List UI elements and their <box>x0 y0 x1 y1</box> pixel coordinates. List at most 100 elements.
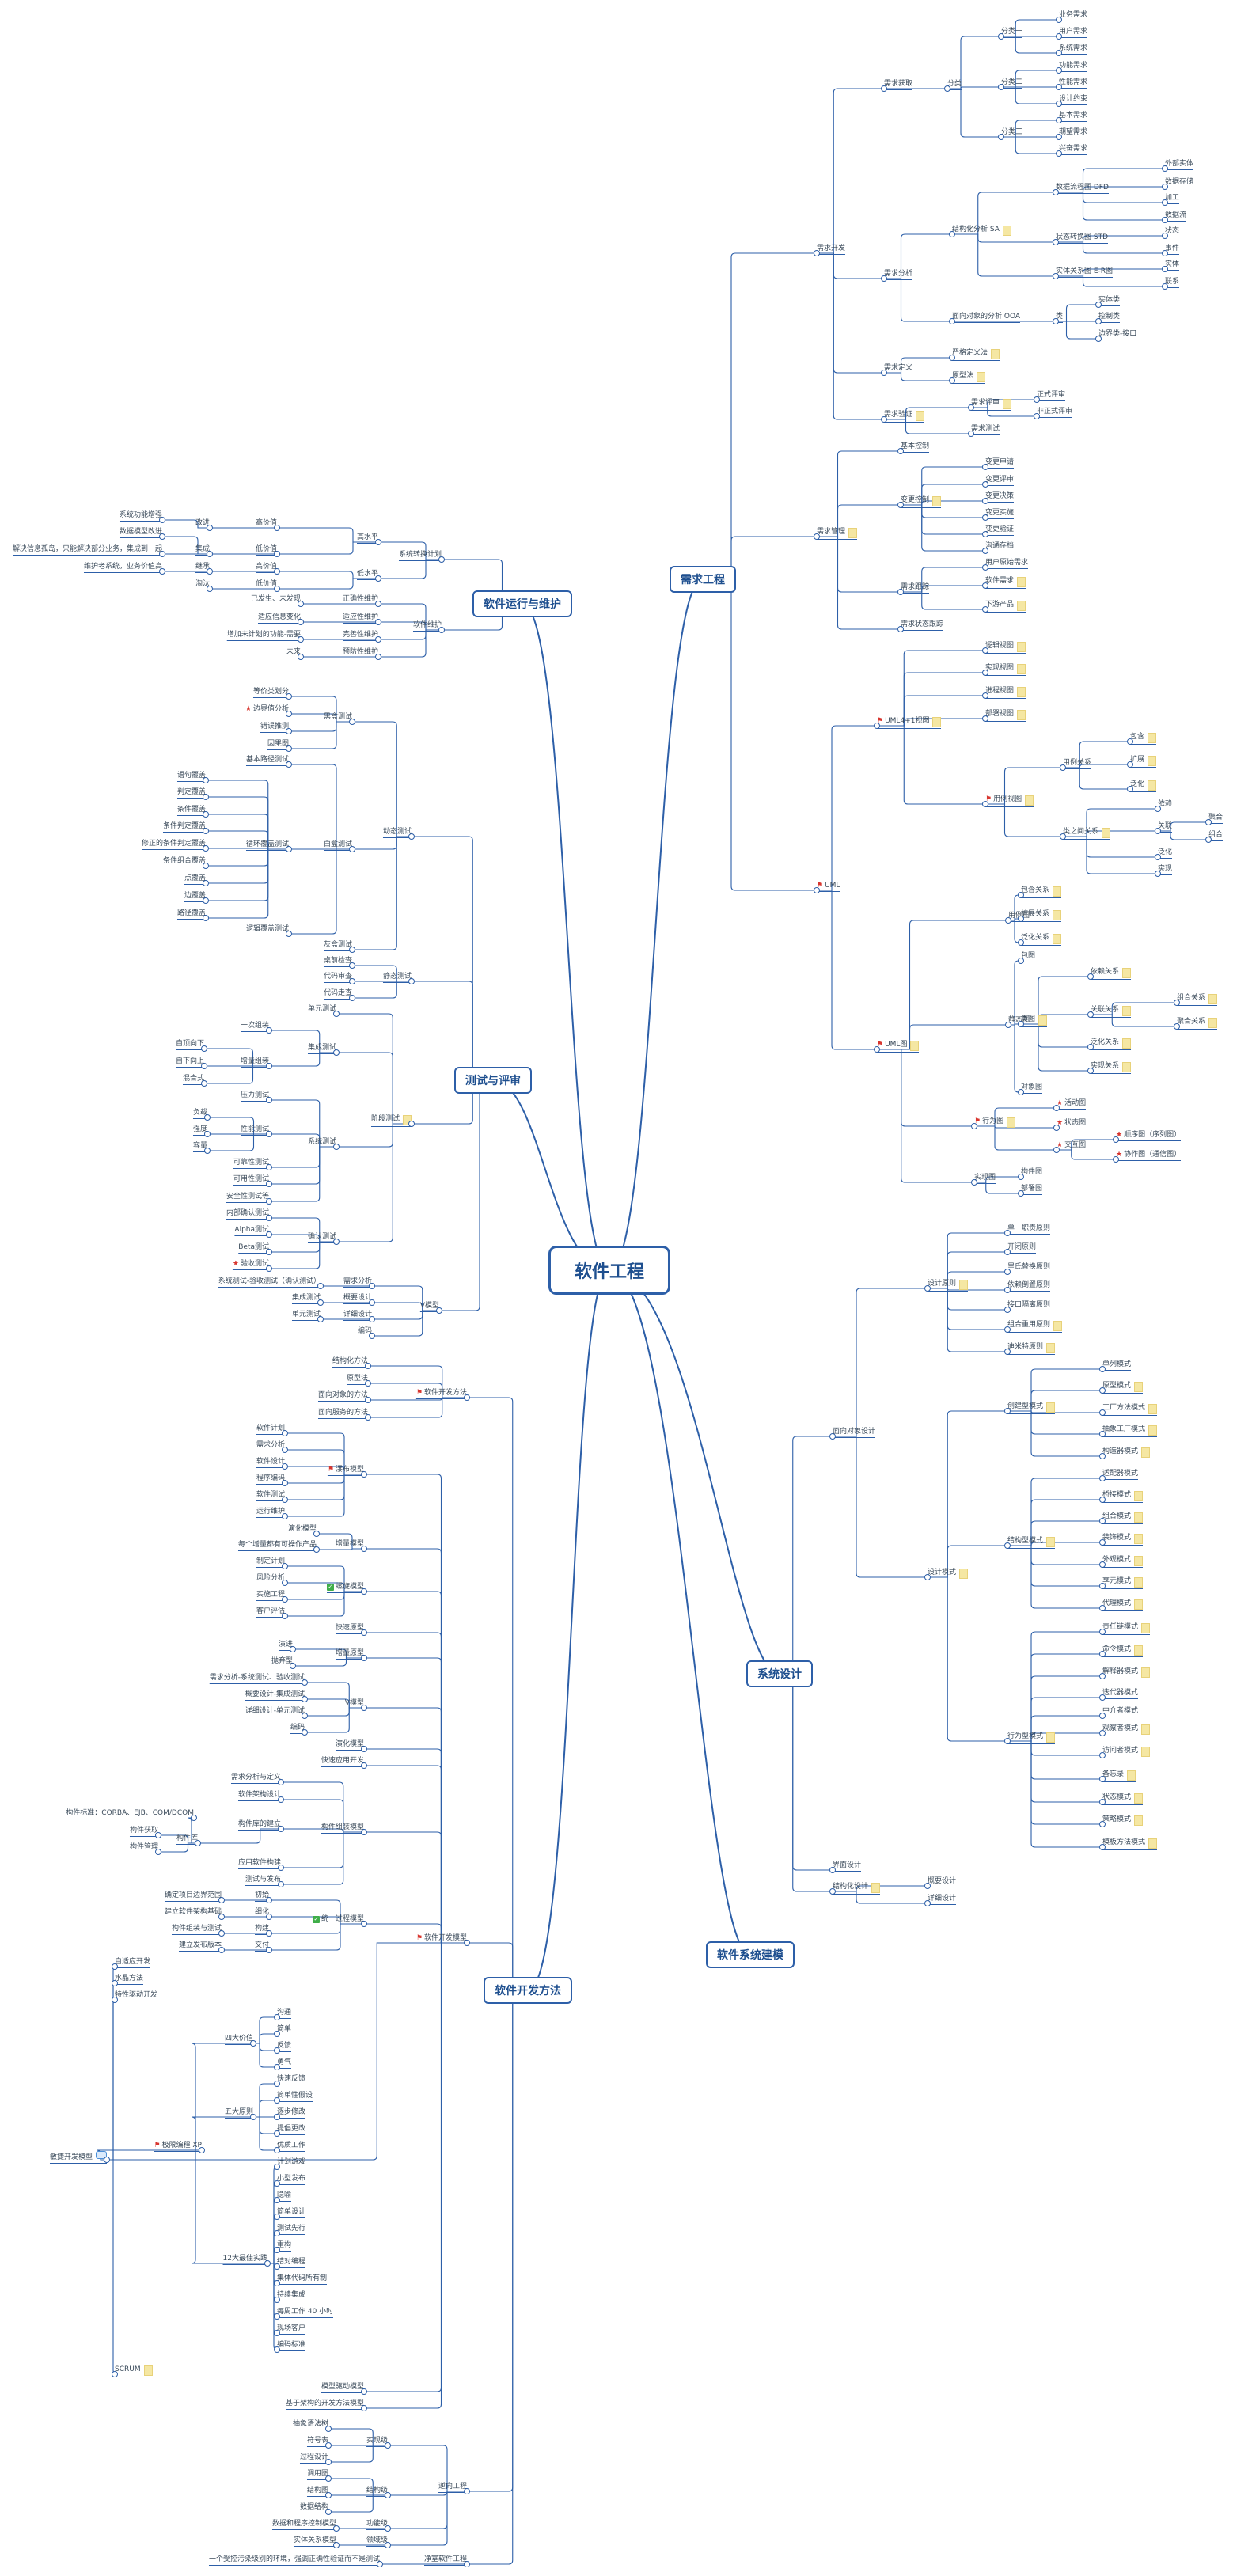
collapse-toggle[interactable] <box>282 1513 288 1519</box>
collapse-toggle[interactable] <box>982 670 988 676</box>
collapse-toggle[interactable] <box>112 1980 118 1986</box>
node-r-v3[interactable]: 进程视图 <box>985 687 1026 699</box>
node-r-uc[interactable]: 用例关系 <box>1063 759 1092 769</box>
node-v-up3[interactable]: 构建 <box>254 1925 269 1935</box>
collapse-toggle[interactable] <box>365 1397 371 1403</box>
collapse-toggle[interactable] <box>361 2405 367 2411</box>
node-r-c2a[interactable]: 功能需求 <box>1059 62 1088 72</box>
collapse-toggle[interactable] <box>286 728 292 734</box>
node-d-sp1[interactable]: 适配器模式 <box>1102 1470 1139 1480</box>
node-v-up2a[interactable]: 建立软件架构基础 <box>164 1908 222 1918</box>
collapse-toggle[interactable] <box>1099 1605 1106 1611</box>
collapse-toggle[interactable] <box>897 589 904 595</box>
node-d-cp2[interactable]: 原型模式 <box>1102 1382 1144 1394</box>
collapse-toggle[interactable] <box>924 1285 931 1292</box>
collapse-toggle[interactable] <box>112 2371 118 2377</box>
node-v-wf5[interactable]: 软件测试 <box>256 1491 285 1501</box>
collapse-toggle[interactable] <box>1099 1366 1106 1372</box>
collapse-toggle[interactable] <box>201 1045 207 1052</box>
collapse-toggle[interactable] <box>924 1883 931 1889</box>
node-d-pt[interactable]: 设计模式 <box>928 1569 969 1580</box>
node-r-ucd2[interactable]: 扩展关系 <box>1021 910 1062 922</box>
collapse-toggle[interactable] <box>274 2230 280 2236</box>
collapse-toggle[interactable] <box>264 2260 271 2267</box>
collapse-toggle[interactable] <box>949 355 955 361</box>
node-r-dfd2[interactable]: 数据存储 <box>1165 178 1194 188</box>
collapse-toggle[interactable] <box>1155 828 1161 834</box>
collapse-toggle[interactable] <box>1205 819 1212 825</box>
node-t-wb1[interactable]: 基本路径测试 <box>245 756 289 766</box>
collapse-toggle[interactable] <box>1018 939 1024 946</box>
node-v-cb3a3[interactable]: 构件管理 <box>129 1843 158 1853</box>
node-d-pr4[interactable]: 依赖倒置原则 <box>1007 1281 1051 1292</box>
collapse-toggle[interactable] <box>274 568 280 575</box>
node-r-od[interactable]: 对象图 <box>1021 1083 1043 1094</box>
collapse-toggle[interactable] <box>464 1940 470 1946</box>
node-v-wf4[interactable]: 程序编码 <box>256 1474 285 1485</box>
collapse-toggle[interactable] <box>361 1471 367 1478</box>
collapse-toggle[interactable] <box>349 846 355 852</box>
node-v-xp2e[interactable]: 优质工作 <box>277 2142 306 2152</box>
collapse-toggle[interactable] <box>203 794 209 800</box>
node-o-l2a[interactable]: 解决信息孤岛，只能解决部分业务，集成到一起 <box>12 545 162 556</box>
collapse-toggle[interactable] <box>274 2047 280 2054</box>
node-r-cd2a[interactable]: 组合关系 <box>1177 994 1218 1006</box>
node-t-wc7[interactable]: 点覆盖 <box>184 874 206 885</box>
node-t-sy2[interactable]: 性能测试 <box>240 1125 269 1136</box>
node-t-dyn[interactable]: 动态测试 <box>382 828 412 838</box>
collapse-toggle[interactable] <box>1018 1089 1024 1095</box>
node-r-cr2a[interactable]: 聚合 <box>1208 814 1224 824</box>
collapse-toggle[interactable] <box>1099 1776 1106 1782</box>
collapse-toggle[interactable] <box>1018 958 1024 964</box>
node-d-sd2[interactable]: 详细设计 <box>928 1895 957 1905</box>
collapse-toggle[interactable] <box>207 525 213 531</box>
node-o-high[interactable]: 高水平 <box>356 533 378 544</box>
node-d-bp10[interactable]: 策略模式 <box>1102 1815 1144 1827</box>
node-r-std2[interactable]: 事件 <box>1165 245 1180 255</box>
collapse-toggle[interactable] <box>302 1713 308 1719</box>
node-r-ana[interactable]: 需求分析 <box>884 270 913 280</box>
node-r-v5[interactable]: ⚑用例视图 <box>985 795 1034 807</box>
node-r-c1b[interactable]: 用户需求 <box>1059 28 1088 38</box>
node-t-bb1[interactable]: 等价类划分 <box>252 688 289 698</box>
node-o-h2[interactable]: 低价值 <box>255 545 277 556</box>
node-r-c3a[interactable]: 基本需求 <box>1059 112 1088 122</box>
node-ops[interactable]: 软件运行与维护 <box>472 590 572 617</box>
node-v-up3a[interactable]: 构件组装与测试 <box>171 1925 222 1935</box>
node-t-lv[interactable]: 阶段测试 <box>370 1115 412 1127</box>
collapse-toggle[interactable] <box>1056 150 1062 157</box>
collapse-toggle[interactable] <box>266 1265 272 1272</box>
node-v-xp3[interactable]: 12大最佳实践 <box>222 2255 267 2265</box>
node-t-wc3[interactable]: 条件覆盖 <box>176 806 206 816</box>
collapse-toggle[interactable] <box>201 1080 207 1087</box>
node-r-cd2[interactable]: 关联关系 <box>1091 1006 1132 1018</box>
collapse-toggle[interactable] <box>203 863 209 869</box>
node-design[interactable]: 系统设计 <box>746 1660 813 1687</box>
node-o-m2a[interactable]: 适应信息变化 <box>257 613 301 624</box>
collapse-toggle[interactable] <box>375 539 381 545</box>
collapse-toggle[interactable] <box>203 845 209 852</box>
node-o-plan[interactable]: 系统转换计划 <box>398 551 442 561</box>
node-v-xp3h[interactable]: 集体代码所有制 <box>277 2274 328 2285</box>
collapse-toggle[interactable] <box>369 1299 375 1306</box>
node-dev[interactable]: 软件开发方法 <box>484 1977 572 2004</box>
collapse-toggle[interactable] <box>1005 1022 1011 1028</box>
collapse-toggle[interactable] <box>203 777 209 783</box>
node-d-pr6[interactable]: 组合重用原则 <box>1007 1321 1063 1333</box>
collapse-toggle[interactable] <box>1155 806 1161 812</box>
node-v-cb1[interactable]: 需求分析与定义 <box>230 1774 281 1784</box>
node-v-wf3[interactable]: 软件设计 <box>256 1458 285 1468</box>
node-v-pr2[interactable]: 抛弃型 <box>271 1657 293 1667</box>
collapse-toggle[interactable] <box>274 2081 280 2087</box>
collapse-toggle[interactable] <box>204 1148 211 1154</box>
collapse-toggle[interactable] <box>897 448 904 454</box>
node-v-xp3d[interactable]: 简单设计 <box>277 2208 306 2218</box>
node-v-m1[interactable]: 结构化方法 <box>332 1357 368 1368</box>
collapse-toggle[interactable] <box>1099 1651 1106 1657</box>
node-r-bd3a[interactable]: ★顺序图（序列图） <box>1116 1131 1182 1141</box>
collapse-toggle[interactable] <box>278 1779 284 1785</box>
node-r-v4[interactable]: 部署视图 <box>985 710 1026 722</box>
node-v-cb4[interactable]: 应用软件构建 <box>237 1859 281 1869</box>
collapse-toggle[interactable] <box>274 2164 280 2170</box>
node-d-bp9[interactable]: 状态模式 <box>1102 1793 1144 1805</box>
